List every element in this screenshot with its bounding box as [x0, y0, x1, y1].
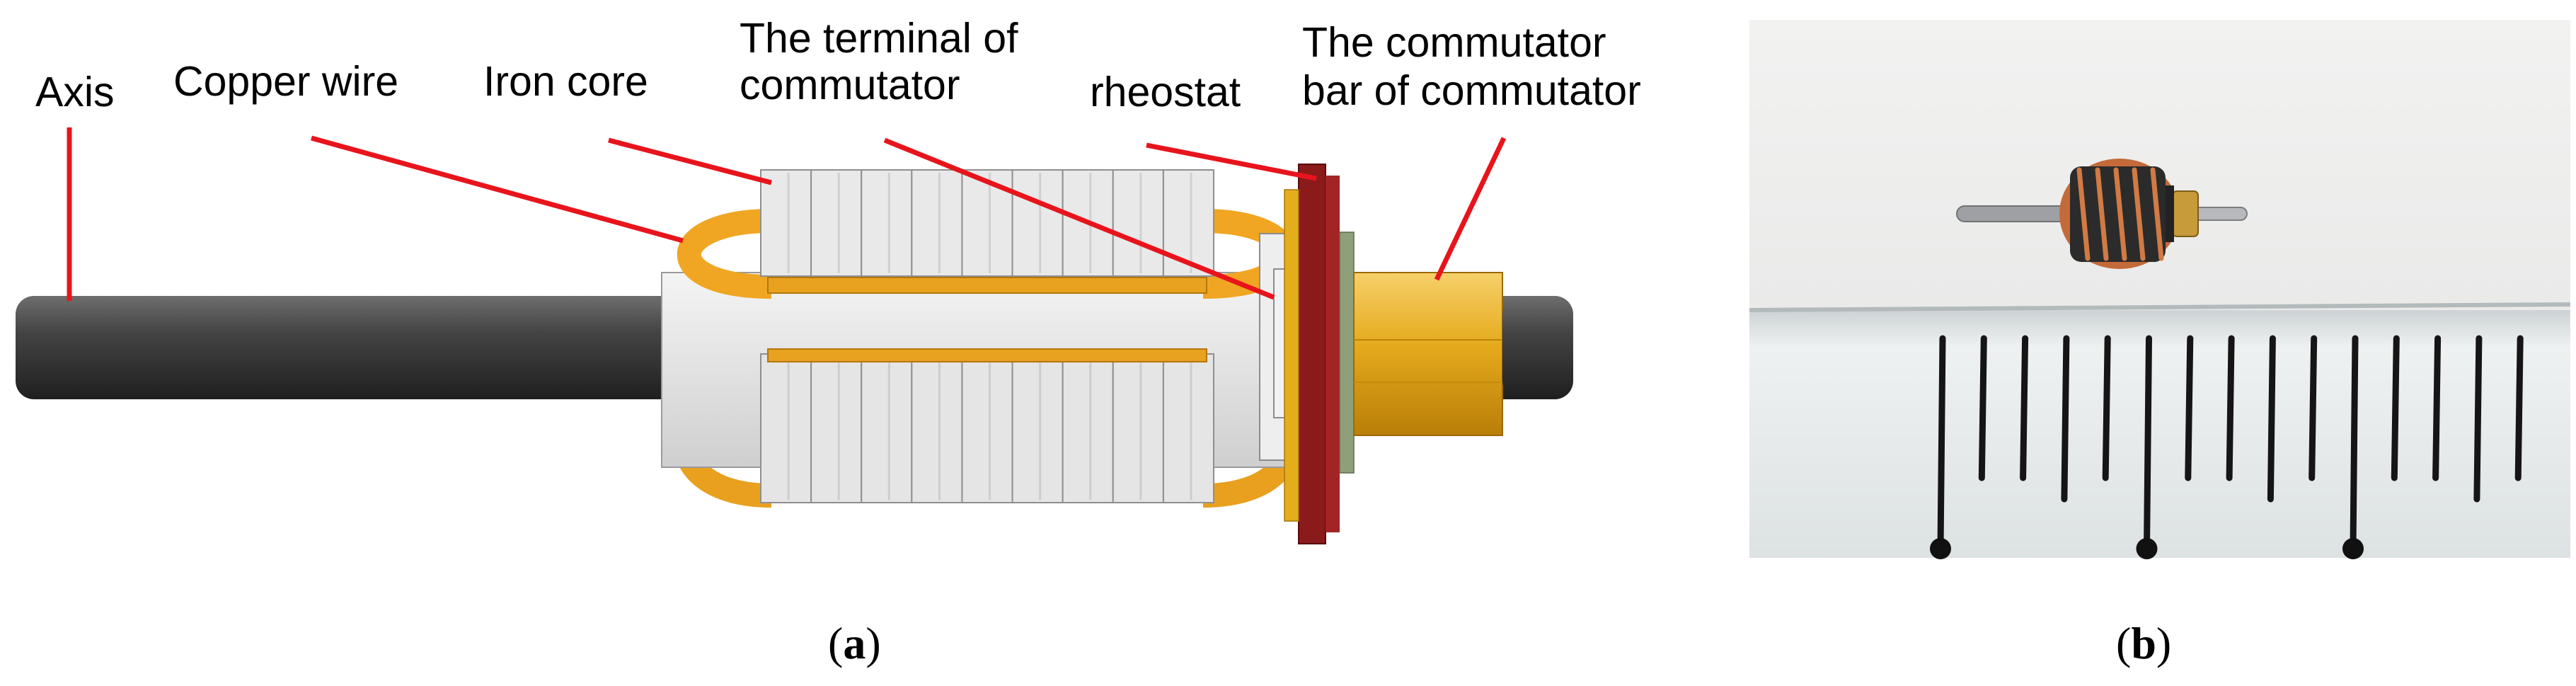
copper-wire-run: [767, 277, 1207, 294]
rheostat-disc: [1298, 164, 1326, 544]
iron-core-lamination: [810, 169, 863, 277]
photo-winding-stripe: [2113, 167, 2127, 261]
ruler-ticks: [1930, 335, 2524, 559]
iron-core-lamination: [1011, 353, 1064, 503]
iron-core-lamination: [810, 353, 863, 503]
photo-armature: [1956, 159, 2248, 269]
iron-core-lamination: [1011, 169, 1064, 277]
insulation-ring: [1339, 231, 1355, 474]
iron-core-lamination: [1112, 169, 1164, 277]
leader-copper-wire: [311, 135, 684, 244]
copper-wire-run-lower: [767, 348, 1207, 362]
ruler-tick: [2061, 335, 2070, 503]
ruler-tick-dot: [2136, 538, 2158, 559]
label-axis: Axis: [35, 69, 114, 115]
ruler-tick: [2514, 335, 2524, 481]
leader-commutator-bar: [1434, 137, 1507, 281]
ruler-tick: [2144, 335, 2152, 552]
caption-a: (a): [828, 618, 881, 668]
label-copper-wire: Copper wire: [173, 58, 398, 105]
iron-core-lamination: [1062, 353, 1114, 503]
ruler-edge: [1749, 302, 2571, 312]
ruler-tick: [2102, 335, 2111, 481]
iron-core-lamination: [1162, 353, 1215, 503]
ruler-tick-dot: [1930, 538, 1951, 559]
label-terminal-line1: The terminal of: [740, 15, 1018, 62]
ruler-tick: [2308, 335, 2318, 481]
ruler-tick: [2350, 335, 2359, 552]
commutator-bar: [1353, 272, 1503, 436]
leader-iron-core: [608, 137, 772, 185]
iron-core-lamination: [760, 353, 812, 503]
axis-shaft-end: [1502, 296, 1573, 399]
iron-core-lamination: [911, 169, 963, 277]
caption-b: (b): [2116, 618, 2171, 668]
photo-armature-commutator: [2172, 190, 2199, 237]
photo-winding-stripe: [2095, 167, 2109, 261]
photo-armature-washer: [2166, 185, 2174, 242]
panel-a-labels: Axis Copper wire Iron core The terminal …: [35, 15, 1641, 115]
label-bar-line2: bar of commutator: [1302, 67, 1641, 114]
label-bar-line1: The commutator: [1302, 19, 1606, 66]
ruler-tick: [2267, 335, 2276, 503]
ruler-tick: [2185, 335, 2194, 481]
rheostat-gold-edge: [1284, 189, 1299, 522]
leader-terminal: [883, 137, 1275, 300]
iron-core-lamination: [911, 353, 963, 503]
ruler-tick: [2473, 335, 2483, 503]
iron-core-lamination: [861, 353, 913, 503]
ruler-tick: [1937, 335, 1946, 552]
ruler-tick-dot: [2342, 538, 2364, 559]
photo-armature-windings: [2076, 167, 2164, 261]
label-iron-core: Iron core: [483, 58, 648, 105]
leader-lines: [67, 127, 1507, 301]
ruler-tick: [2226, 335, 2235, 481]
iron-core-lamination: [961, 353, 1013, 503]
ruler-tick: [1978, 335, 1987, 481]
leader-rheostat: [1146, 142, 1317, 181]
ruler-tick: [2391, 335, 2400, 481]
label-rheostat: rheostat: [1090, 69, 1241, 115]
iron-core-lamination: [961, 169, 1013, 277]
photo-winding-stripe: [2150, 167, 2164, 261]
ruler: [1749, 310, 2570, 558]
iron-core-lamination: [1162, 169, 1215, 277]
iron-core-laminations: [760, 169, 1215, 503]
rheostat-disc-face: [1326, 176, 1340, 532]
panel-b-photo: [1749, 20, 2571, 559]
photo-winding-stripe: [2076, 167, 2091, 261]
ruler-tick: [2432, 335, 2442, 481]
label-terminal-line2: commutator: [740, 62, 960, 108]
iron-core-lamination: [760, 169, 812, 277]
ruler-tick: [2020, 335, 2029, 481]
photo-winding-stripe: [2132, 167, 2146, 261]
panel-a-diagram: [16, 164, 1573, 544]
iron-core-lamination: [1112, 353, 1164, 503]
iron-core-lamination: [861, 169, 913, 277]
